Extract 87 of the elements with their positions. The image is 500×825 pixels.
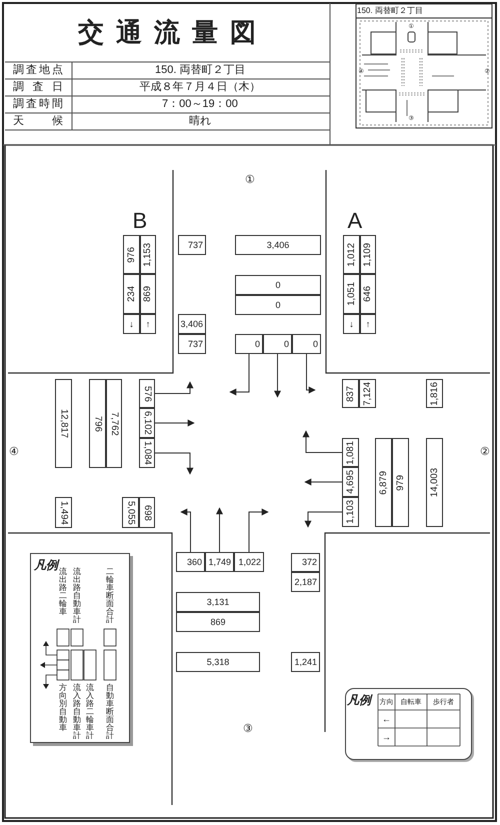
field-label: 調査時間	[13, 99, 63, 110]
field-value: 150. 両替町２丁目	[155, 65, 246, 76]
count-cell: 698	[139, 497, 155, 528]
count-cell: 1,012	[343, 235, 360, 274]
count-cell: 12,817	[55, 379, 72, 468]
count-cell: 14,003	[426, 438, 443, 527]
count-cell: 0	[235, 295, 321, 315]
legend-text: 流入路自動車計	[73, 684, 81, 740]
approach-number: ④	[9, 446, 19, 458]
legend-text: 流出路二輪車	[59, 568, 67, 616]
approach-number: ①	[245, 174, 255, 186]
count-cell: ↑	[360, 314, 376, 334]
count-cell: 1,084	[139, 438, 155, 468]
count-cell: 869	[176, 612, 260, 632]
arrow	[248, 508, 269, 552]
table-cell: ←	[382, 714, 391, 724]
arrow	[302, 430, 342, 453]
corner-letter: A	[348, 210, 362, 232]
count-cell: 837	[342, 379, 359, 408]
count-cell: 1,153	[140, 235, 156, 274]
corner-letter: B	[132, 210, 148, 232]
count-cell: 1,241	[291, 652, 320, 672]
count-cell: 737	[178, 235, 206, 255]
approach-number: ②	[480, 446, 490, 458]
legend-text: 流出路自動車計	[73, 568, 81, 624]
count-cell: 576	[139, 379, 155, 408]
count-cell: 3,406	[178, 314, 206, 334]
count-cell: 869	[140, 274, 156, 314]
count-cell: 360	[176, 552, 205, 572]
count-cell: 646	[360, 274, 376, 314]
title: 交通流量図	[77, 19, 269, 45]
legend-text: 方向別自動車	[59, 684, 67, 732]
count-cell: 1,494	[55, 497, 72, 528]
count-cell: 5,318	[176, 652, 260, 672]
count-cell: ↓	[343, 314, 360, 334]
count-cell: 1,103	[342, 497, 359, 527]
count-cell: 979	[392, 438, 409, 527]
count-cell: ↑	[140, 314, 156, 334]
count-cell: 976	[123, 235, 140, 274]
count-cell: 737	[178, 334, 206, 354]
arrow	[154, 381, 194, 394]
count-cell: 3,406	[235, 235, 321, 255]
count-cell: 3,131	[176, 592, 260, 612]
count-cell: 0	[235, 334, 263, 354]
count-cell: 1,109	[360, 235, 376, 274]
count-cell: 2,187	[291, 572, 320, 592]
arrow	[304, 478, 342, 486]
map-heading: 150. 両替町２丁目	[357, 7, 423, 15]
arrow	[154, 420, 195, 426]
count-cell: 7,762	[106, 379, 122, 468]
legend-text: 自動車断面合計	[106, 684, 114, 740]
legend-heading: 凡例	[347, 694, 371, 706]
count-cell: 1,081	[342, 438, 359, 467]
count-cell: 796	[89, 379, 106, 468]
count-cell: 6,879	[375, 438, 392, 527]
legend-heading: 凡例	[34, 559, 58, 571]
count-cell: 6,102	[139, 408, 155, 438]
arrow	[274, 354, 281, 398]
count-cell: 234	[123, 274, 140, 314]
arrow	[229, 354, 250, 396]
field-label: 天候	[13, 116, 63, 127]
count-cell: 1,022	[234, 552, 264, 572]
count-cell: 5,055	[122, 497, 139, 528]
legend-text: 二輪車断面合計	[106, 568, 114, 624]
field-value: 晴れ	[189, 116, 211, 127]
field-label: 調査日	[13, 82, 63, 93]
count-cell: 0	[263, 334, 292, 354]
arrow	[154, 452, 194, 475]
count-cell: 372	[291, 553, 320, 572]
arrow	[304, 512, 342, 528]
count-cell: 1,816	[426, 379, 443, 408]
count-cell: 1,749	[205, 552, 234, 572]
field-value: 7：00～19：00	[162, 99, 238, 110]
approach-number: ③	[243, 724, 253, 734]
count-cell: ↓	[123, 314, 140, 334]
count-cell: 1,051	[343, 274, 360, 314]
arrow	[180, 508, 191, 552]
count-cell: 0	[235, 275, 321, 295]
legend-text: 流入路二輪車計	[86, 684, 94, 740]
field-label: 調査地点	[13, 65, 63, 76]
table-cell: →	[382, 732, 391, 742]
count-cell: 7,124	[359, 379, 376, 408]
arrow	[306, 354, 316, 394]
arrow	[216, 507, 223, 552]
count-cell: 4,695	[342, 467, 359, 497]
count-cell: 0	[292, 334, 321, 354]
field-value: 平成８年７月４日（木）	[140, 82, 260, 93]
